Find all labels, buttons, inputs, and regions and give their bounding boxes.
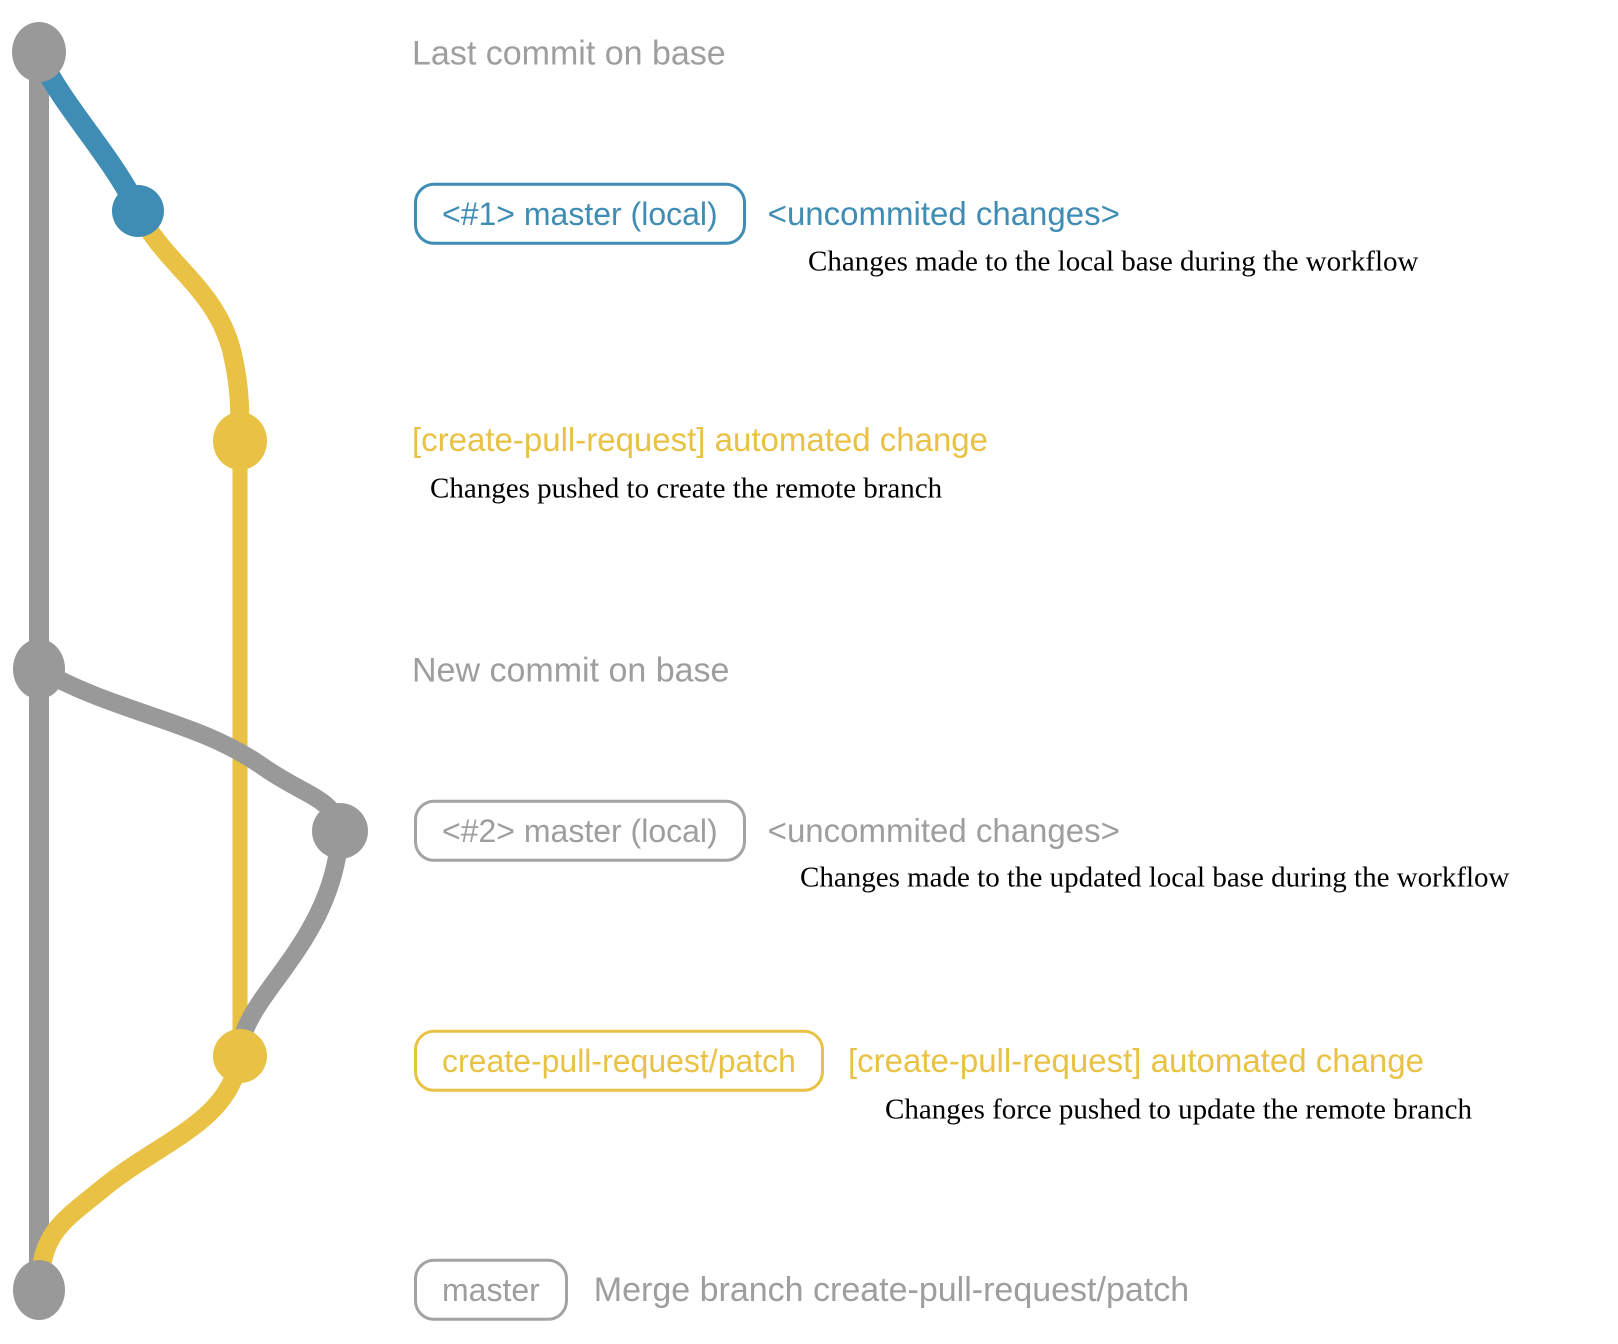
row-remote-commit-2: create-pull-request/patch [create-pull-r… xyxy=(414,1029,1424,1093)
row-local-commit-1: <#1> master (local) <uncommited changes> xyxy=(414,182,1120,246)
badge-master-local-1: <#1> master (local) xyxy=(414,182,746,246)
label-merge-branch: Merge branch create-pull-request/patch xyxy=(593,1270,1190,1309)
description-remote-commit-2: Changes force pushed to update the remot… xyxy=(885,1093,1473,1126)
commit-node-new-base xyxy=(13,639,65,699)
commit-node-remote-2 xyxy=(213,1029,267,1083)
local-branch-2-line-lower xyxy=(231,822,349,1065)
commit-node-local-2 xyxy=(312,803,368,859)
description-remote-commit-1: Changes pushed to create the remote bran… xyxy=(430,472,943,505)
annotation-automated-change-2: [create-pull-request] automated change xyxy=(847,1041,1424,1079)
patch-branch-curve-bottom xyxy=(30,1046,250,1293)
patch-branch-curve-top xyxy=(129,203,250,451)
description-local-commit-2: Changes made to the updated local base d… xyxy=(800,861,1510,894)
description-local-commit-1: Changes made to the local base during th… xyxy=(808,245,1419,278)
title-automated-change-1: [create-pull-request] automated change xyxy=(412,421,989,458)
row-local-commit-2: <#2> master (local) <uncommited changes> xyxy=(414,799,1120,863)
local-branch-2-line-upper xyxy=(30,660,349,840)
commit-node-local-1 xyxy=(112,185,164,237)
local-branch-1-line xyxy=(29,47,148,218)
annotation-uncommitted-changes-1: <uncommited changes> xyxy=(767,194,1120,232)
commit-node-remote-1 xyxy=(213,412,267,470)
commit-node-merge xyxy=(13,1260,65,1320)
badge-master-local-2: <#2> master (local) xyxy=(414,799,746,863)
label-new-commit-on-base: New commit on base xyxy=(412,651,730,690)
row-merge-commit: master Merge branch create-pull-request/… xyxy=(414,1258,1190,1322)
badge-master: master xyxy=(414,1258,568,1322)
annotation-uncommitted-changes-2: <uncommited changes> xyxy=(767,811,1120,849)
commit-node-last-base xyxy=(12,22,66,82)
badge-create-pull-request-patch: create-pull-request/patch xyxy=(414,1029,824,1093)
label-last-commit-on-base: Last commit on base xyxy=(412,34,726,73)
